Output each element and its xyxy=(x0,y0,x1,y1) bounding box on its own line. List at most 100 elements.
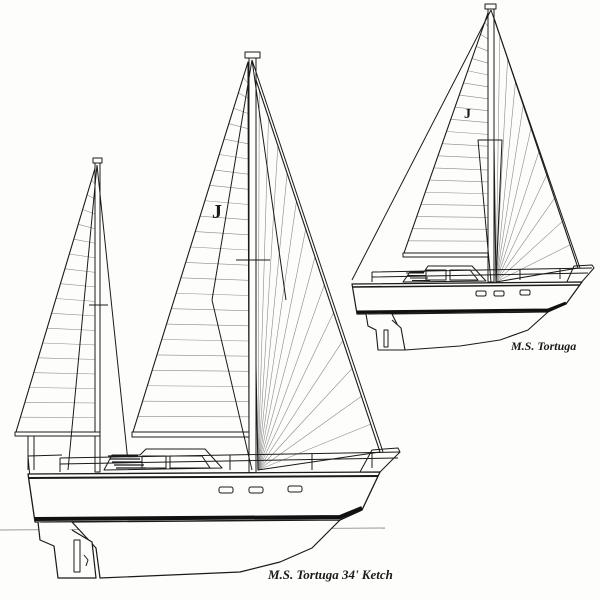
ketch-mizzen-masthead xyxy=(92,157,103,164)
sail-seam-line xyxy=(24,402,97,404)
ketch-stern-pulpit xyxy=(27,454,63,479)
sloop-porthole xyxy=(475,290,487,297)
ketch-standing-rigging xyxy=(211,59,384,471)
ketch-main-masthead xyxy=(244,51,261,59)
sail-seam-line xyxy=(257,368,353,471)
sail-seam-line xyxy=(152,370,249,372)
sail-seam-line xyxy=(233,107,249,114)
sail-seam-line xyxy=(42,342,97,346)
sail-seam-line xyxy=(495,151,540,283)
sloop-cabin-steps xyxy=(406,272,430,282)
sail-seam-line xyxy=(416,216,490,218)
sail-seam-line xyxy=(257,312,334,471)
sail-seam-line xyxy=(454,106,490,112)
sail-seam-line xyxy=(166,323,249,327)
sloop-boom xyxy=(402,252,495,258)
sloop-rudder xyxy=(365,313,406,351)
sail-seam-line xyxy=(257,173,288,471)
ketch-main-boom xyxy=(131,431,255,438)
sloop-standing-rigging xyxy=(351,9,581,283)
ketch-rudder xyxy=(37,521,97,579)
sail-seam-line xyxy=(185,262,249,266)
ketch-cabin-steps xyxy=(108,455,146,469)
sloop-mast xyxy=(487,5,495,283)
ketch-hull xyxy=(27,471,381,523)
ketch-main-mast xyxy=(248,54,257,474)
ketch-porthole xyxy=(248,486,264,494)
sail-seam-line xyxy=(55,298,97,302)
sail-seam-line xyxy=(238,92,249,99)
sail-seam-line xyxy=(495,174,547,283)
sloop-masthead xyxy=(484,3,497,10)
sail-seam-line xyxy=(412,228,490,230)
sail-seam-line xyxy=(463,82,490,88)
sloop-boot-stripe xyxy=(356,301,567,314)
sail-seam-line xyxy=(495,81,516,283)
sail-seam-line xyxy=(161,339,249,342)
sail-seam-line xyxy=(209,185,249,190)
sail-seam-line xyxy=(64,268,97,273)
sail-seam-line xyxy=(495,221,563,283)
ketch-mizzen-boom xyxy=(14,431,101,437)
sail-seam-line xyxy=(420,204,490,206)
sail-seam-line xyxy=(242,77,249,84)
ketch-sheer-line xyxy=(27,475,379,479)
ketch-keel xyxy=(71,519,341,579)
sail-seam-line xyxy=(142,400,249,402)
ketch-mizzen-sail xyxy=(15,164,98,433)
sloop-jib xyxy=(491,11,579,283)
sail-seam-line xyxy=(459,94,490,100)
sail-seam-line xyxy=(257,256,316,471)
sail-seam-line xyxy=(476,46,490,52)
sail-seam-line xyxy=(147,385,249,387)
ketch-mizzen-stays xyxy=(67,164,129,471)
ketch-lifelines xyxy=(59,451,401,472)
sloop-sheer-line xyxy=(351,284,581,288)
sloop-jib-seams xyxy=(495,35,571,283)
sail-seam-line xyxy=(47,327,97,331)
sail-seam-line xyxy=(257,117,269,471)
sail-seam-line xyxy=(69,253,97,259)
sail-seam-line xyxy=(467,70,490,76)
sail-seam-line xyxy=(495,244,571,283)
sail-seam-line xyxy=(176,292,249,296)
sail-seam-line xyxy=(257,89,260,471)
sloop-mainsail xyxy=(403,9,491,254)
sail-seam-line xyxy=(425,191,490,195)
sail-seam-line xyxy=(73,238,97,244)
sail-seam-line xyxy=(60,283,97,288)
sail-seam-line xyxy=(257,201,297,471)
sail-seam-line xyxy=(204,200,249,205)
sail-seam-line xyxy=(214,169,249,175)
sail-seam-line xyxy=(223,138,249,145)
sail-seam-line xyxy=(82,209,97,215)
sail-seam-line xyxy=(257,396,362,471)
sloop-mainsail-seams xyxy=(408,21,490,242)
sail-seam-line xyxy=(442,143,490,147)
ketch-drawing: J xyxy=(0,51,401,579)
ketch-porthole xyxy=(287,485,303,493)
sail-seam-line xyxy=(495,105,524,283)
sail-seam-line xyxy=(257,284,325,471)
sail-seam-line xyxy=(180,277,249,281)
sail-seam-line xyxy=(495,198,555,283)
ketch-sail-logo: J xyxy=(212,201,222,223)
sail-seam-line xyxy=(433,167,490,171)
sail-seam-line xyxy=(228,123,249,129)
ketch-caption: M.S. Tortuga 34' Ketch xyxy=(268,567,393,582)
sloop-lifelines xyxy=(371,267,593,282)
sloop-propeller xyxy=(383,329,389,348)
sail-seam-line xyxy=(446,131,490,135)
sail-seam-line xyxy=(29,387,97,389)
sloop-bow-pulpit xyxy=(565,264,595,285)
sloop-porthole xyxy=(493,290,505,297)
ketch-mizzen-support xyxy=(27,436,35,470)
sail-seam-line xyxy=(219,154,249,160)
sloop-caption: M.S. Tortuga xyxy=(511,339,577,353)
sail-seam-line xyxy=(200,215,249,220)
ketch-mainsail-seams xyxy=(137,77,249,418)
sail-seam-line xyxy=(437,155,490,159)
sail-seam-line xyxy=(156,354,249,357)
sloop-drawing: J xyxy=(351,3,595,351)
sail-seam-line xyxy=(257,145,279,471)
